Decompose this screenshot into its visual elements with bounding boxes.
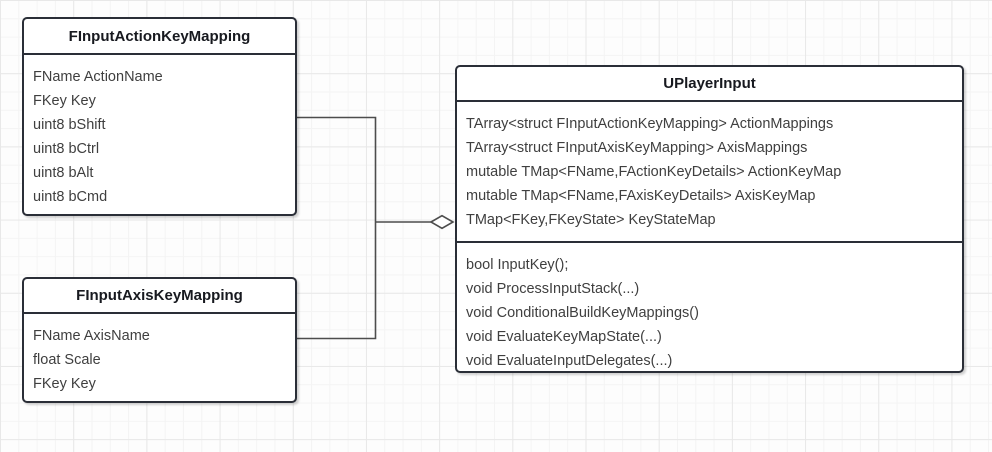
class-fields-section: FName ActionName FKey Key uint8 bShift u… xyxy=(24,55,295,209)
class-fields-section: FName AxisName float Scale FKey Key xyxy=(24,314,295,396)
class-box-finputactionkeymapping[interactable]: FInputActionKeyMapping FName ActionName … xyxy=(22,17,297,216)
class-fields-section: TArray<struct FInputActionKeyMapping> Ac… xyxy=(457,102,962,241)
method-row: void EvaluateKeyMapState(...) xyxy=(466,329,662,345)
class-box-finputaxiskeymapping[interactable]: FInputAxisKeyMapping FName AxisName floa… xyxy=(22,277,297,403)
field-row: TArray<struct FInputActionKeyMapping> Ac… xyxy=(466,116,834,132)
field-row: uint8 bCtrl xyxy=(33,141,100,157)
class-box-uplayerinput[interactable]: UPlayerInput TArray<struct FInputActionK… xyxy=(455,65,964,373)
field-row: uint8 bShift xyxy=(33,117,106,133)
field-row: TMap<FKey,FKeyState> KeyStateMap xyxy=(466,212,716,228)
class-title: FInputAxisKeyMapping xyxy=(24,279,295,314)
method-row: void EvaluateInputDelegates(...) xyxy=(466,353,673,369)
field-row: float Scale xyxy=(33,352,101,368)
method-row: void ProcessInputStack(...) xyxy=(466,281,640,297)
field-row: mutable TMap<FName,FActionKeyDetails> Ac… xyxy=(466,164,842,180)
class-title: FInputActionKeyMapping xyxy=(24,19,295,55)
field-row: uint8 bCmd xyxy=(33,189,108,205)
field-row: uint8 bAlt xyxy=(33,165,94,181)
class-methods-section: bool InputKey(); void ProcessInputStack(… xyxy=(457,241,962,375)
field-row: FName AxisName xyxy=(33,328,150,344)
method-row: bool InputKey(); xyxy=(466,257,569,273)
field-row: TArray<struct FInputAxisKeyMapping> Axis… xyxy=(466,140,808,156)
aggregation-diamond-icon[interactable] xyxy=(429,214,455,230)
field-row: FKey Key xyxy=(33,376,96,392)
field-row: FKey Key xyxy=(33,93,96,109)
class-title: UPlayerInput xyxy=(457,67,962,102)
method-row: void ConditionalBuildKeyMappings() xyxy=(466,305,699,321)
field-row: FName ActionName xyxy=(33,69,163,85)
connector-branch-lines[interactable] xyxy=(297,116,377,340)
field-row: mutable TMap<FName,FAxisKeyDetails> Axis… xyxy=(466,188,816,204)
